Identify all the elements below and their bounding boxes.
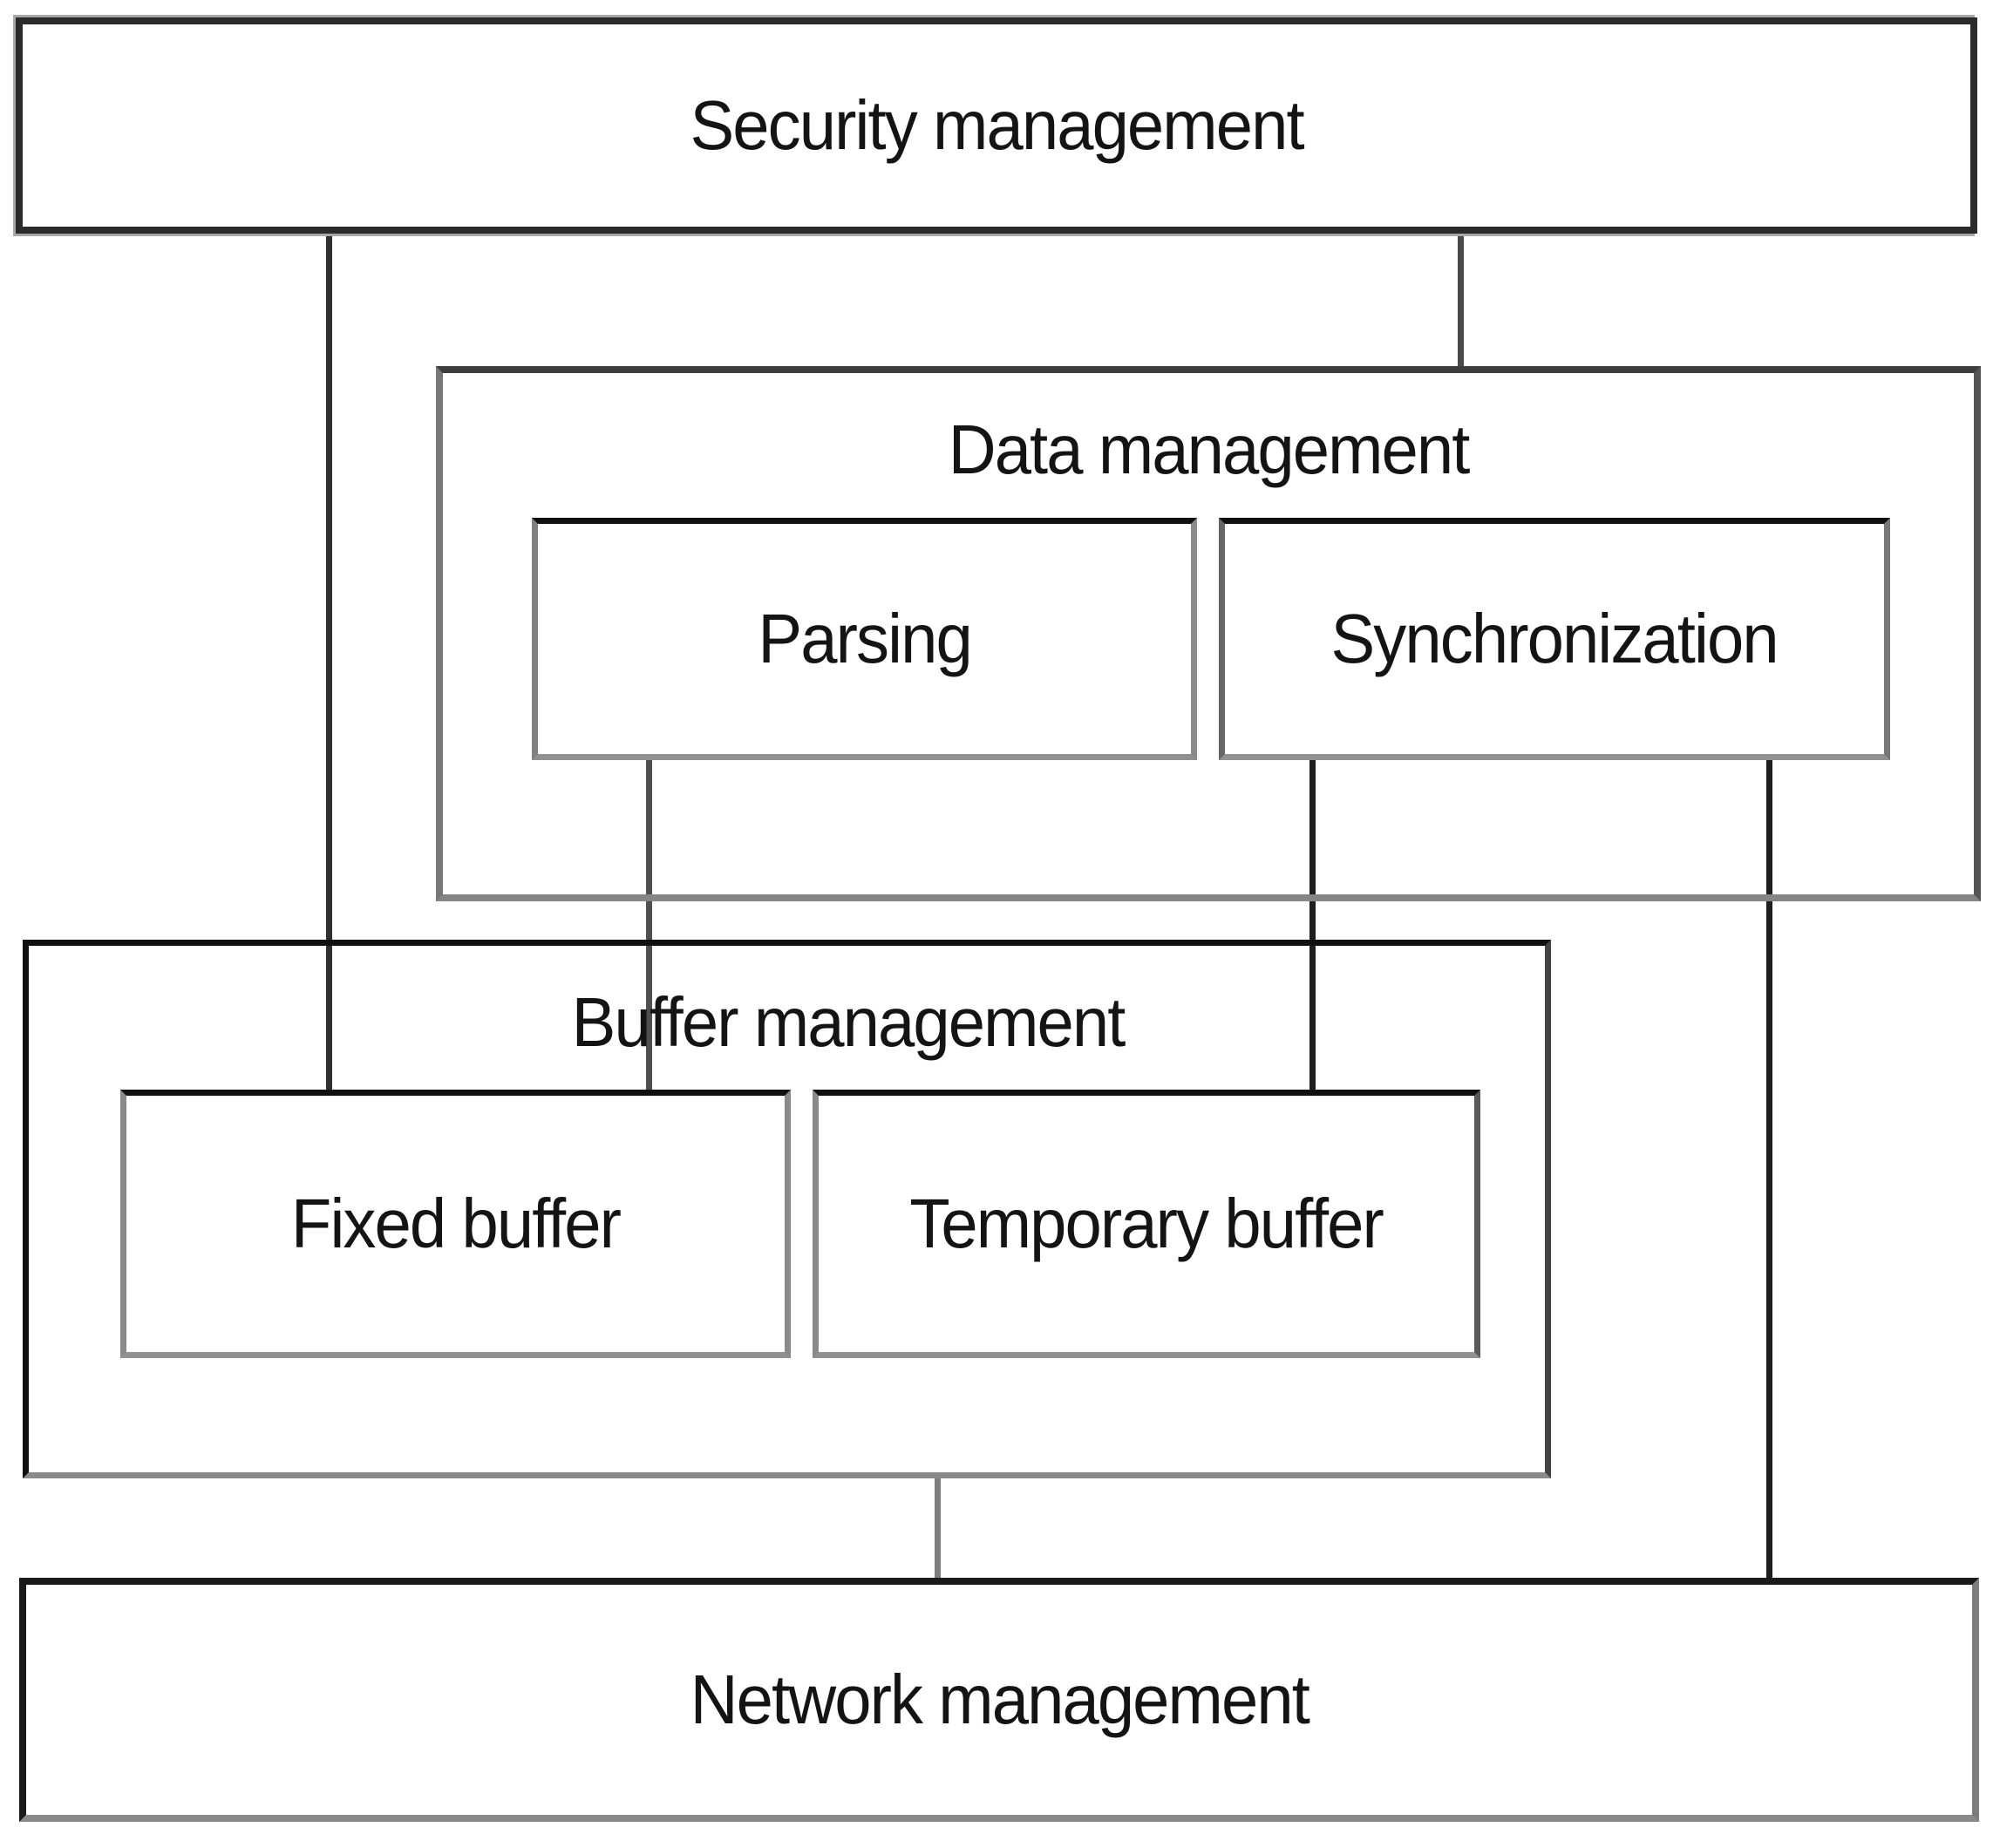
connector-parsing-to-fixed-buffer-line xyxy=(646,759,652,1091)
node-label: Data management xyxy=(948,411,1471,488)
node-data-management: Data management xyxy=(436,366,1981,901)
node-parsing: Parsing xyxy=(532,518,1197,760)
connector-security-to-data-line xyxy=(1458,233,1464,368)
node-network-management: Network management xyxy=(19,1578,1979,1822)
connector-sync-to-temporary-buffer-line xyxy=(1309,759,1316,1091)
node-temporary-buffer: Temporary buffer xyxy=(813,1090,1480,1358)
node-fixed-buffer: Fixed buffer xyxy=(120,1090,791,1358)
node-label: Temporary buffer xyxy=(909,1185,1385,1262)
node-label: Fixed buffer xyxy=(290,1185,622,1262)
node-label: Synchronization xyxy=(1330,600,1779,677)
connector-security-to-fixed-buffer-line xyxy=(326,233,332,1091)
node-label: Security management xyxy=(690,86,1304,164)
node-label: Buffer management xyxy=(571,983,1126,1061)
node-label: Parsing xyxy=(758,600,972,677)
node-synchronization: Synchronization xyxy=(1219,518,1890,760)
node-buffer-management: Buffer management xyxy=(23,940,1551,1478)
connector-sync-to-network-line xyxy=(1766,759,1772,1580)
node-security-management: Security management xyxy=(16,17,1977,234)
connector-buffer-to-network-line xyxy=(935,1477,941,1580)
node-label: Network management xyxy=(690,1661,1309,1738)
